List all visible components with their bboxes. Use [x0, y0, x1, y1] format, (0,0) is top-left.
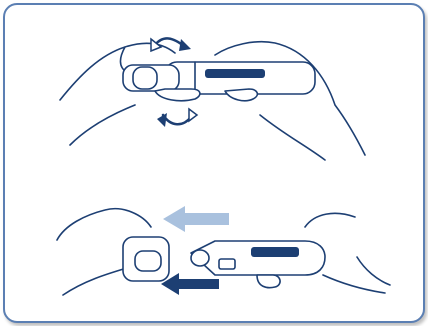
pen-label-band-bottom — [251, 247, 299, 257]
left-fingers-top — [154, 88, 201, 102]
instruction-illustration — [56, 37, 391, 296]
illustration-frame — [3, 3, 425, 323]
pen-label-band-top — [205, 69, 265, 78]
curved-arrow-up-left-icon — [150, 37, 191, 53]
pen-bottom — [190, 240, 326, 276]
right-fingers-top — [224, 88, 259, 102]
right-hand-bottom — [304, 212, 391, 294]
panel-pull-cap — [56, 206, 391, 296]
right-fingers-bottom — [256, 274, 281, 289]
arrow-left-dark-icon — [161, 273, 219, 295]
right-hand-top — [214, 40, 366, 161]
arrow-left-light-icon — [163, 206, 229, 232]
panel-twist-cap — [59, 37, 366, 161]
curved-arrow-down-right-icon — [157, 107, 199, 127]
pen-top — [122, 61, 316, 95]
